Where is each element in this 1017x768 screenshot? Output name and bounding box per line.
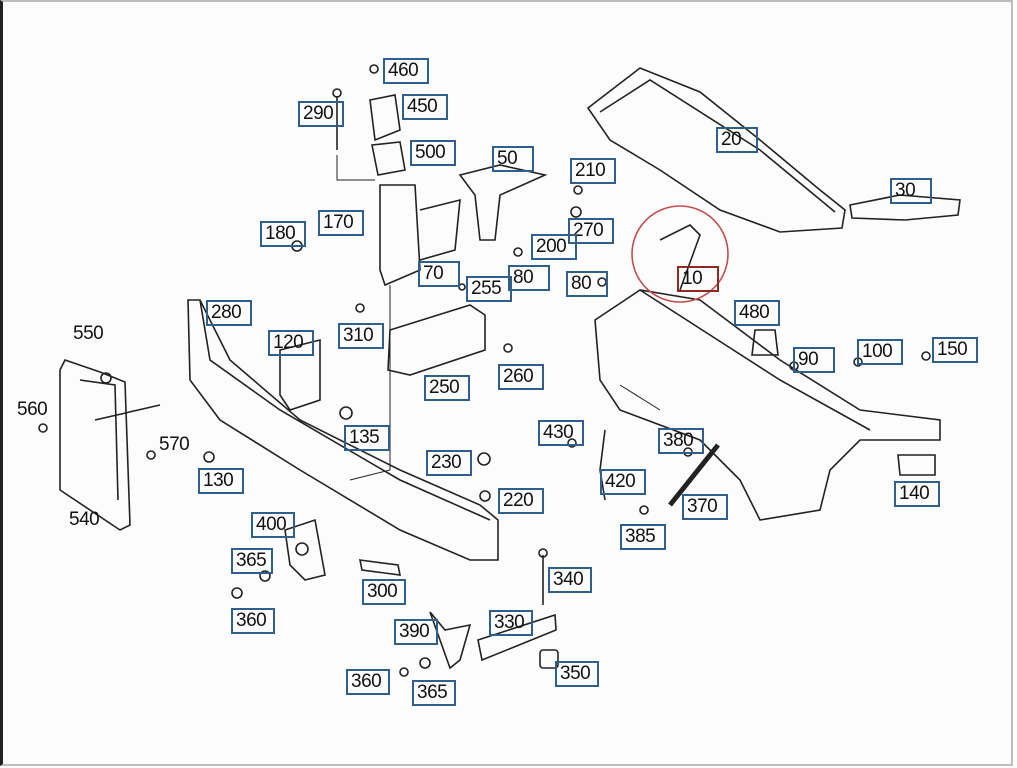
part-label-280[interactable]: 280 bbox=[206, 300, 252, 326]
part-label-135[interactable]: 135 bbox=[344, 425, 390, 451]
part-label-350[interactable]: 350 bbox=[555, 661, 599, 687]
part-label-480[interactable]: 480 bbox=[734, 300, 780, 326]
part-label-260[interactable]: 260 bbox=[498, 364, 544, 390]
part-140-mount[interactable] bbox=[897, 454, 936, 476]
fasteners bbox=[38, 64, 931, 677]
part-label-90[interactable]: 90 bbox=[793, 347, 835, 373]
part-label-80-second[interactable]: 80 bbox=[566, 271, 608, 297]
part-label-10[interactable]: 10 bbox=[677, 266, 719, 292]
part-390-bracket[interactable] bbox=[429, 611, 472, 670]
part-label-365[interactable]: 365 bbox=[231, 548, 273, 574]
part-label-80[interactable]: 80 bbox=[508, 265, 550, 291]
part-label-180[interactable]: 180 bbox=[260, 221, 306, 247]
part-label-365-second[interactable]: 365 bbox=[412, 680, 456, 706]
part-290-bolt[interactable] bbox=[332, 88, 342, 150]
part-label-140[interactable]: 140 bbox=[894, 481, 940, 507]
part-label-340[interactable]: 340 bbox=[548, 567, 592, 593]
part-label-360[interactable]: 360 bbox=[231, 608, 275, 634]
part-label-220[interactable]: 220 bbox=[498, 488, 544, 514]
part-label-370[interactable]: 370 bbox=[682, 494, 728, 520]
part-label-500[interactable]: 500 bbox=[410, 140, 456, 166]
part-label-250[interactable]: 250 bbox=[424, 375, 470, 401]
part-label-400[interactable]: 400 bbox=[251, 512, 295, 538]
part-label-290[interactable]: 290 bbox=[298, 101, 344, 127]
part-label-210[interactable]: 210 bbox=[570, 158, 616, 184]
highlight-circle bbox=[631, 205, 729, 303]
part-400-bracket[interactable] bbox=[284, 518, 326, 581]
part-label-255[interactable]: 255 bbox=[466, 276, 512, 302]
part-label-330[interactable]: 330 bbox=[489, 610, 533, 636]
part-label-270[interactable]: 270 bbox=[568, 218, 614, 244]
part-label-430[interactable]: 430 bbox=[538, 420, 584, 446]
part-label-70[interactable]: 70 bbox=[418, 261, 460, 287]
part-label-385[interactable]: 385 bbox=[620, 524, 666, 550]
part-540-frame[interactable] bbox=[59, 359, 161, 531]
part-label-570[interactable]: 570 bbox=[159, 434, 190, 455]
part-label-200[interactable]: 200 bbox=[531, 234, 577, 260]
part-label-50[interactable]: 50 bbox=[492, 146, 534, 172]
part-280-bumper-beam[interactable] bbox=[187, 299, 499, 561]
part-label-30[interactable]: 30 bbox=[890, 178, 932, 204]
part-250-plate[interactable] bbox=[387, 304, 486, 376]
part-label-300[interactable]: 300 bbox=[362, 579, 406, 605]
part-label-450[interactable]: 450 bbox=[402, 94, 448, 120]
part-30-bracket[interactable] bbox=[849, 194, 961, 221]
part-330-crossmember[interactable] bbox=[477, 613, 557, 662]
part-label-420[interactable]: 420 bbox=[600, 469, 646, 495]
part-label-170[interactable]: 170 bbox=[318, 210, 364, 236]
part-label-540[interactable]: 540 bbox=[69, 509, 100, 530]
part-label-130[interactable]: 130 bbox=[198, 468, 244, 494]
part-label-360-second[interactable]: 360 bbox=[346, 669, 390, 695]
part-370-rod[interactable] bbox=[668, 443, 720, 507]
part-350-mount[interactable] bbox=[539, 649, 559, 669]
part-label-120[interactable]: 120 bbox=[268, 330, 314, 356]
part-50-bracket[interactable] bbox=[458, 164, 548, 241]
part-300-plate[interactable] bbox=[358, 559, 402, 576]
part-label-560[interactable]: 560 bbox=[17, 399, 48, 420]
part-label-150[interactable]: 150 bbox=[932, 337, 978, 363]
part-label-550[interactable]: 550 bbox=[73, 323, 104, 344]
part-label-20[interactable]: 20 bbox=[716, 127, 758, 153]
part-label-380[interactable]: 380 bbox=[658, 428, 704, 454]
part-label-390[interactable]: 390 bbox=[394, 619, 438, 645]
part-lock-assembly[interactable] bbox=[369, 94, 461, 287]
part-label-230[interactable]: 230 bbox=[426, 450, 472, 476]
part-label-310[interactable]: 310 bbox=[338, 323, 384, 349]
part-340-bolt[interactable] bbox=[538, 548, 548, 605]
part-label-460[interactable]: 460 bbox=[383, 58, 429, 84]
leader-lines bbox=[336, 155, 661, 481]
part-label-100[interactable]: 100 bbox=[857, 339, 903, 365]
part-480-sensor[interactable] bbox=[751, 329, 779, 356]
part-20-cowl-panel[interactable] bbox=[586, 67, 846, 233]
part-10-front-carrier[interactable] bbox=[594, 205, 941, 521]
